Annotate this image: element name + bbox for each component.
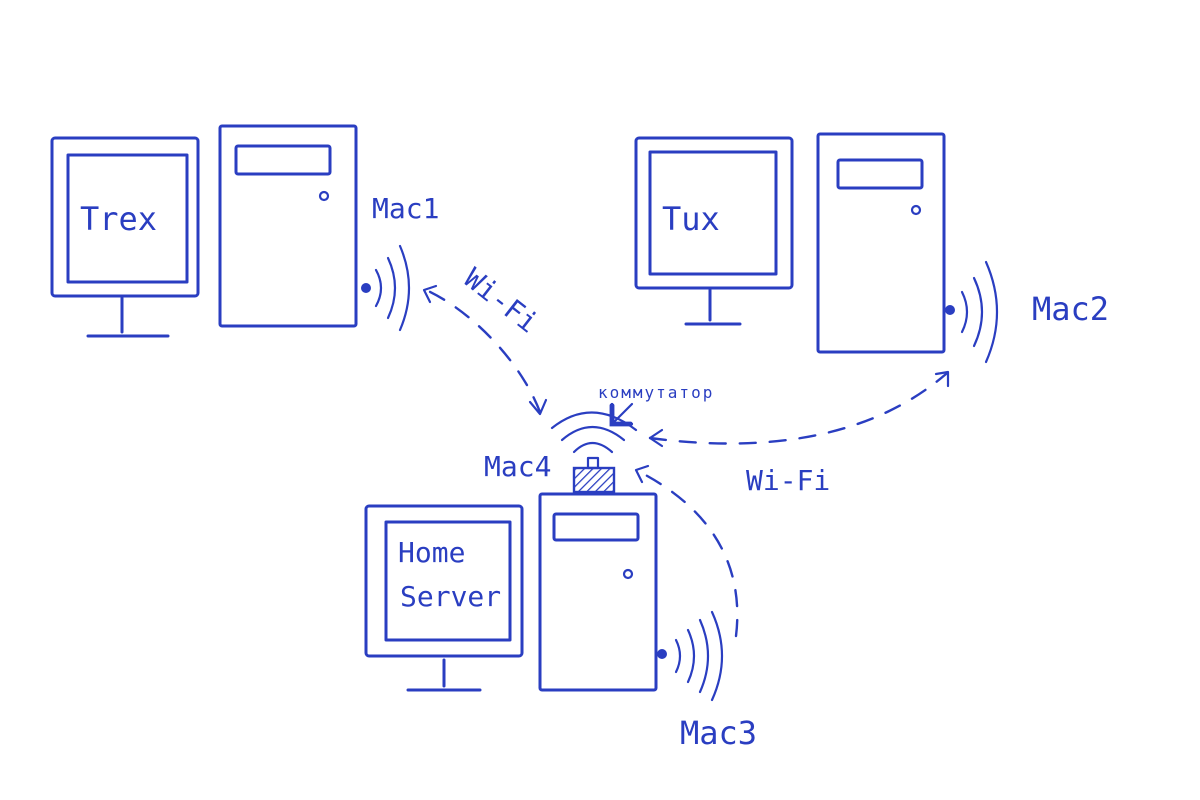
tux-wifi-waves [960,260,999,364]
trex-tower [218,124,371,328]
link-trex-switch: Wi-Fi [422,262,548,416]
tux-monitor: Tux [634,136,794,326]
home-server-tower [538,492,667,692]
link-tux-switch: Wi-Fi [648,370,950,497]
trex-mac-label: Mac1 [372,192,439,225]
tux-mac-label: Mac2 [1032,290,1109,328]
link-trex-label: Wi-Fi [458,262,545,340]
trex-wifi-waves [374,244,411,332]
link-homeserver-switch [634,464,739,638]
home-server-label-line1: Home [398,536,465,569]
home-server-workstation: Home Server Mac3 [364,492,757,752]
trex-workstation: Trex Mac1 [50,124,439,338]
home-server-wifi-waves [674,610,724,702]
switch-wifi-waves [550,411,638,454]
tux-screen-label: Tux [662,200,720,238]
switch-device: Mac4 коммутатор [484,383,714,494]
tux-workstation: Tux Mac2 [634,132,1109,364]
switch-mac-label: Mac4 [484,450,551,483]
trex-monitor: Trex [50,136,200,338]
home-server-mac-label: Mac3 [680,714,757,752]
trex-screen-label: Trex [80,200,157,238]
tux-tower [816,132,955,354]
home-server-monitor: Home Server [364,504,524,692]
link-tux-label: Wi-Fi [746,464,830,497]
home-server-label-line2: Server [400,580,501,613]
switch-label: коммутатор [598,383,714,402]
